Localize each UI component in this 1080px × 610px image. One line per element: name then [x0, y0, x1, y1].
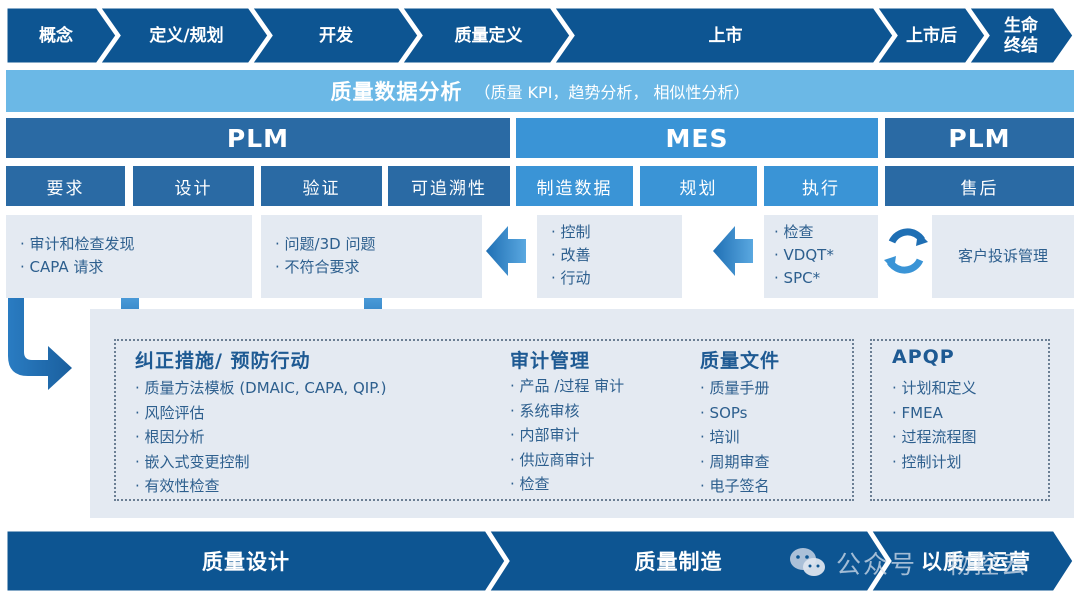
phase-define-plan: 定义/规划	[149, 25, 224, 46]
issues-box: 问题/3D 问题 不符合要求	[261, 215, 482, 298]
phase-chevron-launch	[551, 7, 896, 64]
list-item: 风险评估	[135, 401, 387, 426]
quality-data-analysis-banner: 质量数据分析 （质量 KPI，趋势分析， 相似性分析）	[6, 70, 1074, 112]
phase-launch: 上市	[708, 25, 743, 46]
list-item: SPC*	[774, 267, 878, 290]
stage-quality-design: 质量设计	[202, 550, 290, 574]
analytics-subtitle: （质量 KPI，趋势分析， 相似性分析）	[474, 83, 750, 102]
list-item: CAPA 请求	[20, 256, 252, 279]
documents-list: 质量手册 SOPs 培训 周期审查 电子签名	[700, 376, 770, 499]
inspection-box: 检查 VDQT* SPC*	[764, 215, 878, 298]
list-item: 质量手册	[700, 376, 770, 401]
apqp-dotted-group	[870, 339, 1050, 501]
system-header-plm-right: PLM	[885, 118, 1074, 158]
list-item: 检查	[510, 472, 624, 497]
phase-develop: 开发	[319, 25, 353, 46]
system-header-mes: MES	[516, 118, 878, 158]
list-item: 电子签名	[700, 474, 770, 499]
list-item: FMEA	[892, 401, 977, 426]
phase-concept: 概念	[39, 25, 73, 46]
list-item: 培训	[700, 425, 770, 450]
stage-chevrons	[4, 528, 1076, 594]
sub-tab-verification: 验证	[261, 166, 382, 206]
analytics-title: 质量数据分析	[330, 80, 463, 104]
control-box: 控制 改善 行动	[537, 215, 682, 298]
phase-chevrons	[6, 7, 1074, 64]
watermark: 公众号 · 物控云	[788, 546, 1028, 580]
customer-complaints-box: 客户投诉管理	[932, 215, 1074, 298]
list-item: 质量方法模板 (DMAIC, CAPA, QIP.)	[135, 376, 387, 401]
list-item: SOPs	[700, 401, 770, 426]
sub-tab-design: 设计	[133, 166, 254, 206]
audit-findings-box: 审计和检查发现 CAPA 请求	[6, 215, 252, 298]
wechat-icon	[790, 548, 825, 576]
stage-quality-operations: 以质量运营	[921, 550, 1031, 574]
phase-chevron-concept	[6, 7, 119, 64]
phase-chevron-post-launch	[874, 7, 988, 64]
stage-chevron-design	[4, 528, 508, 594]
capa-title: 纠正措施/ 预防行动	[135, 350, 311, 372]
list-item: 改善	[551, 244, 682, 267]
phase-chevron-end-of-life	[966, 7, 1074, 64]
list-item: 内部审计	[510, 423, 624, 448]
arrow-left-icon	[486, 226, 526, 276]
watermark-text: 公众号 · 物控云	[836, 550, 1028, 579]
phase-chevron-develop	[249, 7, 421, 64]
list-item: 供应商审计	[510, 448, 624, 473]
list-item: 控制计划	[892, 450, 977, 475]
list-item: 嵌入式变更控制	[135, 450, 387, 475]
list-item: 过程流程图	[892, 425, 977, 450]
list-item: 系统审核	[510, 399, 624, 424]
sub-tab-traceability: 可追溯性	[388, 166, 510, 206]
list-item: 计划和定义	[892, 376, 977, 401]
apqp-list: 计划和定义 FMEA 过程流程图 控制计划	[892, 376, 977, 474]
audit-title: 审计管理	[510, 350, 591, 372]
lifecycle-phase-bar: 概念 定义/规划 开发 质量定义 上市 上市后 生命终结	[6, 7, 1074, 64]
quality-stage-bar: 质量设计 质量制造 以质量运营	[4, 528, 1076, 594]
phase-quality-define: 质量定义	[454, 25, 523, 46]
sub-tab-execution: 执行	[764, 166, 878, 206]
list-item: 行动	[551, 267, 682, 290]
sub-tab-after-sales: 售后	[885, 166, 1074, 206]
qms-dotted-group	[114, 339, 854, 501]
list-item: 周期审查	[700, 450, 770, 475]
phase-chevron-quality-define	[399, 7, 573, 64]
list-item: VDQT*	[774, 244, 878, 267]
list-item: 审计和检查发现	[20, 233, 252, 256]
phase-chevron-define	[97, 7, 271, 64]
list-item: 根因分析	[135, 425, 387, 450]
capa-list: 质量方法模板 (DMAIC, CAPA, QIP.) 风险评估 根因分析 嵌入式…	[135, 376, 387, 499]
refresh-cycle-icon	[884, 228, 928, 274]
list-item: 有效性检查	[135, 474, 387, 499]
arrow-left-icon	[713, 226, 753, 276]
list-item: 产品 /过程 审计	[510, 374, 625, 399]
audit-list: 产品 /过程 审计 系统审核 内部审计 供应商审计 检查	[510, 374, 625, 497]
list-item: 控制	[551, 221, 682, 244]
stage-quality-manufacturing: 质量制造	[634, 550, 723, 574]
sub-tab-requirements: 要求	[6, 166, 125, 206]
list-item: 不符合要求	[275, 256, 482, 279]
list-item: 检查	[774, 221, 878, 244]
system-header-plm-left: PLM	[6, 118, 510, 158]
sub-tab-manufacturing-data: 制造数据	[516, 166, 633, 206]
phase-post-launch: 上市后	[906, 25, 957, 46]
phase-end-of-life: 生命终结	[1004, 15, 1038, 56]
arrow-turn-right-icon	[8, 298, 72, 390]
documents-title: 质量文件	[700, 350, 781, 372]
apqp-title: APQP	[892, 346, 955, 368]
customer-complaints-label: 客户投诉管理	[957, 247, 1048, 265]
sub-tab-planning: 规划	[640, 166, 757, 206]
list-item: 问题/3D 问题	[275, 233, 482, 256]
